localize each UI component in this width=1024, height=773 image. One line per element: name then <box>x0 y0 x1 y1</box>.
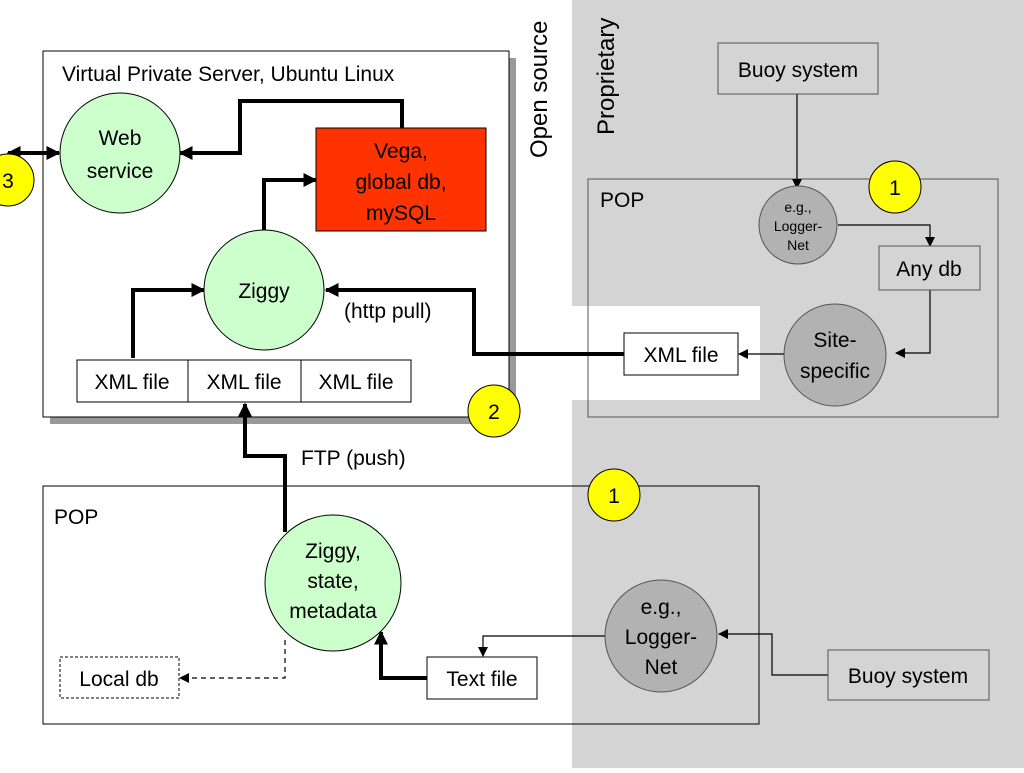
http-pull-connector <box>324 283 624 356</box>
text-file-node[interactable]: Text file <box>426 656 538 700</box>
web-service-label-line1: Web <box>99 127 142 150</box>
web-service-label-line2: service <box>87 160 154 183</box>
ziggy-to-localdb-connector <box>179 640 286 683</box>
textfile-to-ziggy-connector <box>374 630 427 680</box>
buoy-system-top-label: Buoy system <box>738 59 858 82</box>
badge-3: 3 <box>0 153 35 207</box>
ziggy-state-label-line2: state, <box>307 570 358 593</box>
buoy-system-bottom-label: Buoy system <box>848 665 968 688</box>
buoy-system-top-node[interactable]: Buoy system <box>717 42 879 95</box>
ziggy-to-vega-connector <box>262 173 318 232</box>
loggernet-right-node[interactable]: e.g., Logger- Net <box>758 185 838 265</box>
loggernet-right-label-line1: e.g., <box>784 199 811 215</box>
ziggy-state-label-line3: metadata <box>289 600 377 623</box>
badge-3-label: 3 <box>2 170 14 193</box>
xml-file-label-2: XML file <box>206 371 281 394</box>
xml-file-right-node[interactable]: XML file <box>623 332 739 376</box>
badge-1-right: 1 <box>868 160 922 214</box>
pop-right-label: POP <box>600 189 644 212</box>
loggernet-bottom-label-line1: e.g., <box>641 596 682 619</box>
pop-bottom-label: POP <box>54 506 98 529</box>
loggernet-bottom-label-line2: Logger- <box>625 626 697 649</box>
ftp-push-label: FTP (push) <box>301 447 406 470</box>
local-db-label: Local db <box>79 668 158 691</box>
badge-1-right-label: 1 <box>889 177 901 200</box>
vps-title: Virtual Private Server, Ubuntu Linux <box>62 63 395 86</box>
buoy-system-bottom-node[interactable]: Buoy system <box>827 649 990 701</box>
ftp-push-connector <box>238 402 287 532</box>
local-db-node[interactable]: Local db <box>59 656 180 699</box>
badge-2: 2 <box>467 384 521 438</box>
vega-label-line3: mySQL <box>366 202 436 225</box>
any-db-node[interactable]: Any db <box>878 245 981 291</box>
proprietary-label: Proprietary <box>593 18 620 135</box>
text-file-label: Text file <box>446 668 517 691</box>
xml-files-row: XML file XML file XML file <box>76 359 412 403</box>
open-source-label: Open source <box>526 21 553 158</box>
site-specific-label-line1: Site- <box>813 329 856 352</box>
loggernet-bottom-label-line3: Net <box>645 656 678 679</box>
http-pull-label: (http pull) <box>344 300 432 323</box>
bottom-buoy-to-loggernet-connector <box>718 629 828 676</box>
site-specific-label-line2: specific <box>800 360 870 383</box>
loggernet-bottom-node[interactable]: e.g., Logger- Net <box>604 579 718 693</box>
vega-node[interactable]: Vega, global db, mySQL <box>315 127 487 232</box>
xml-file-label-1: XML file <box>94 371 169 394</box>
site-specific-node[interactable]: Site- specific <box>783 303 887 407</box>
badge-1-bottom-label: 1 <box>608 485 620 508</box>
badge-1-bottom: 1 <box>587 468 641 522</box>
any-db-label: Any db <box>896 258 961 281</box>
web-service-node[interactable]: Web service <box>59 92 181 214</box>
ziggy-node[interactable]: Ziggy <box>203 229 325 351</box>
badge-2-label: 2 <box>488 401 500 424</box>
xml-file-label-3: XML file <box>318 371 393 394</box>
anydb-to-sitespecific-connector <box>895 290 931 358</box>
xml-to-ziggy-connector <box>131 283 206 358</box>
xml-file-box-3[interactable] <box>300 359 412 403</box>
loggernet-to-anydb-connector <box>838 224 935 247</box>
ziggy-label: Ziggy <box>238 280 290 303</box>
ziggy-state-label-line1: Ziggy, <box>305 540 361 563</box>
loggernet-right-label-line2: Logger- <box>774 218 823 234</box>
vega-to-web-connector <box>178 99 404 160</box>
vega-label-line2: global db, <box>355 171 446 194</box>
vega-label-line1: Vega, <box>374 140 428 163</box>
xml-file-box-2[interactable] <box>187 359 302 403</box>
loggernet-right-label-line3: Net <box>787 237 809 253</box>
pop-bottom-box <box>42 485 760 725</box>
ziggy-state-node[interactable]: Ziggy, state, metadata <box>264 514 402 652</box>
loggernet-to-textfile-connector <box>478 635 606 657</box>
xml-file-right-label: XML file <box>643 344 718 367</box>
